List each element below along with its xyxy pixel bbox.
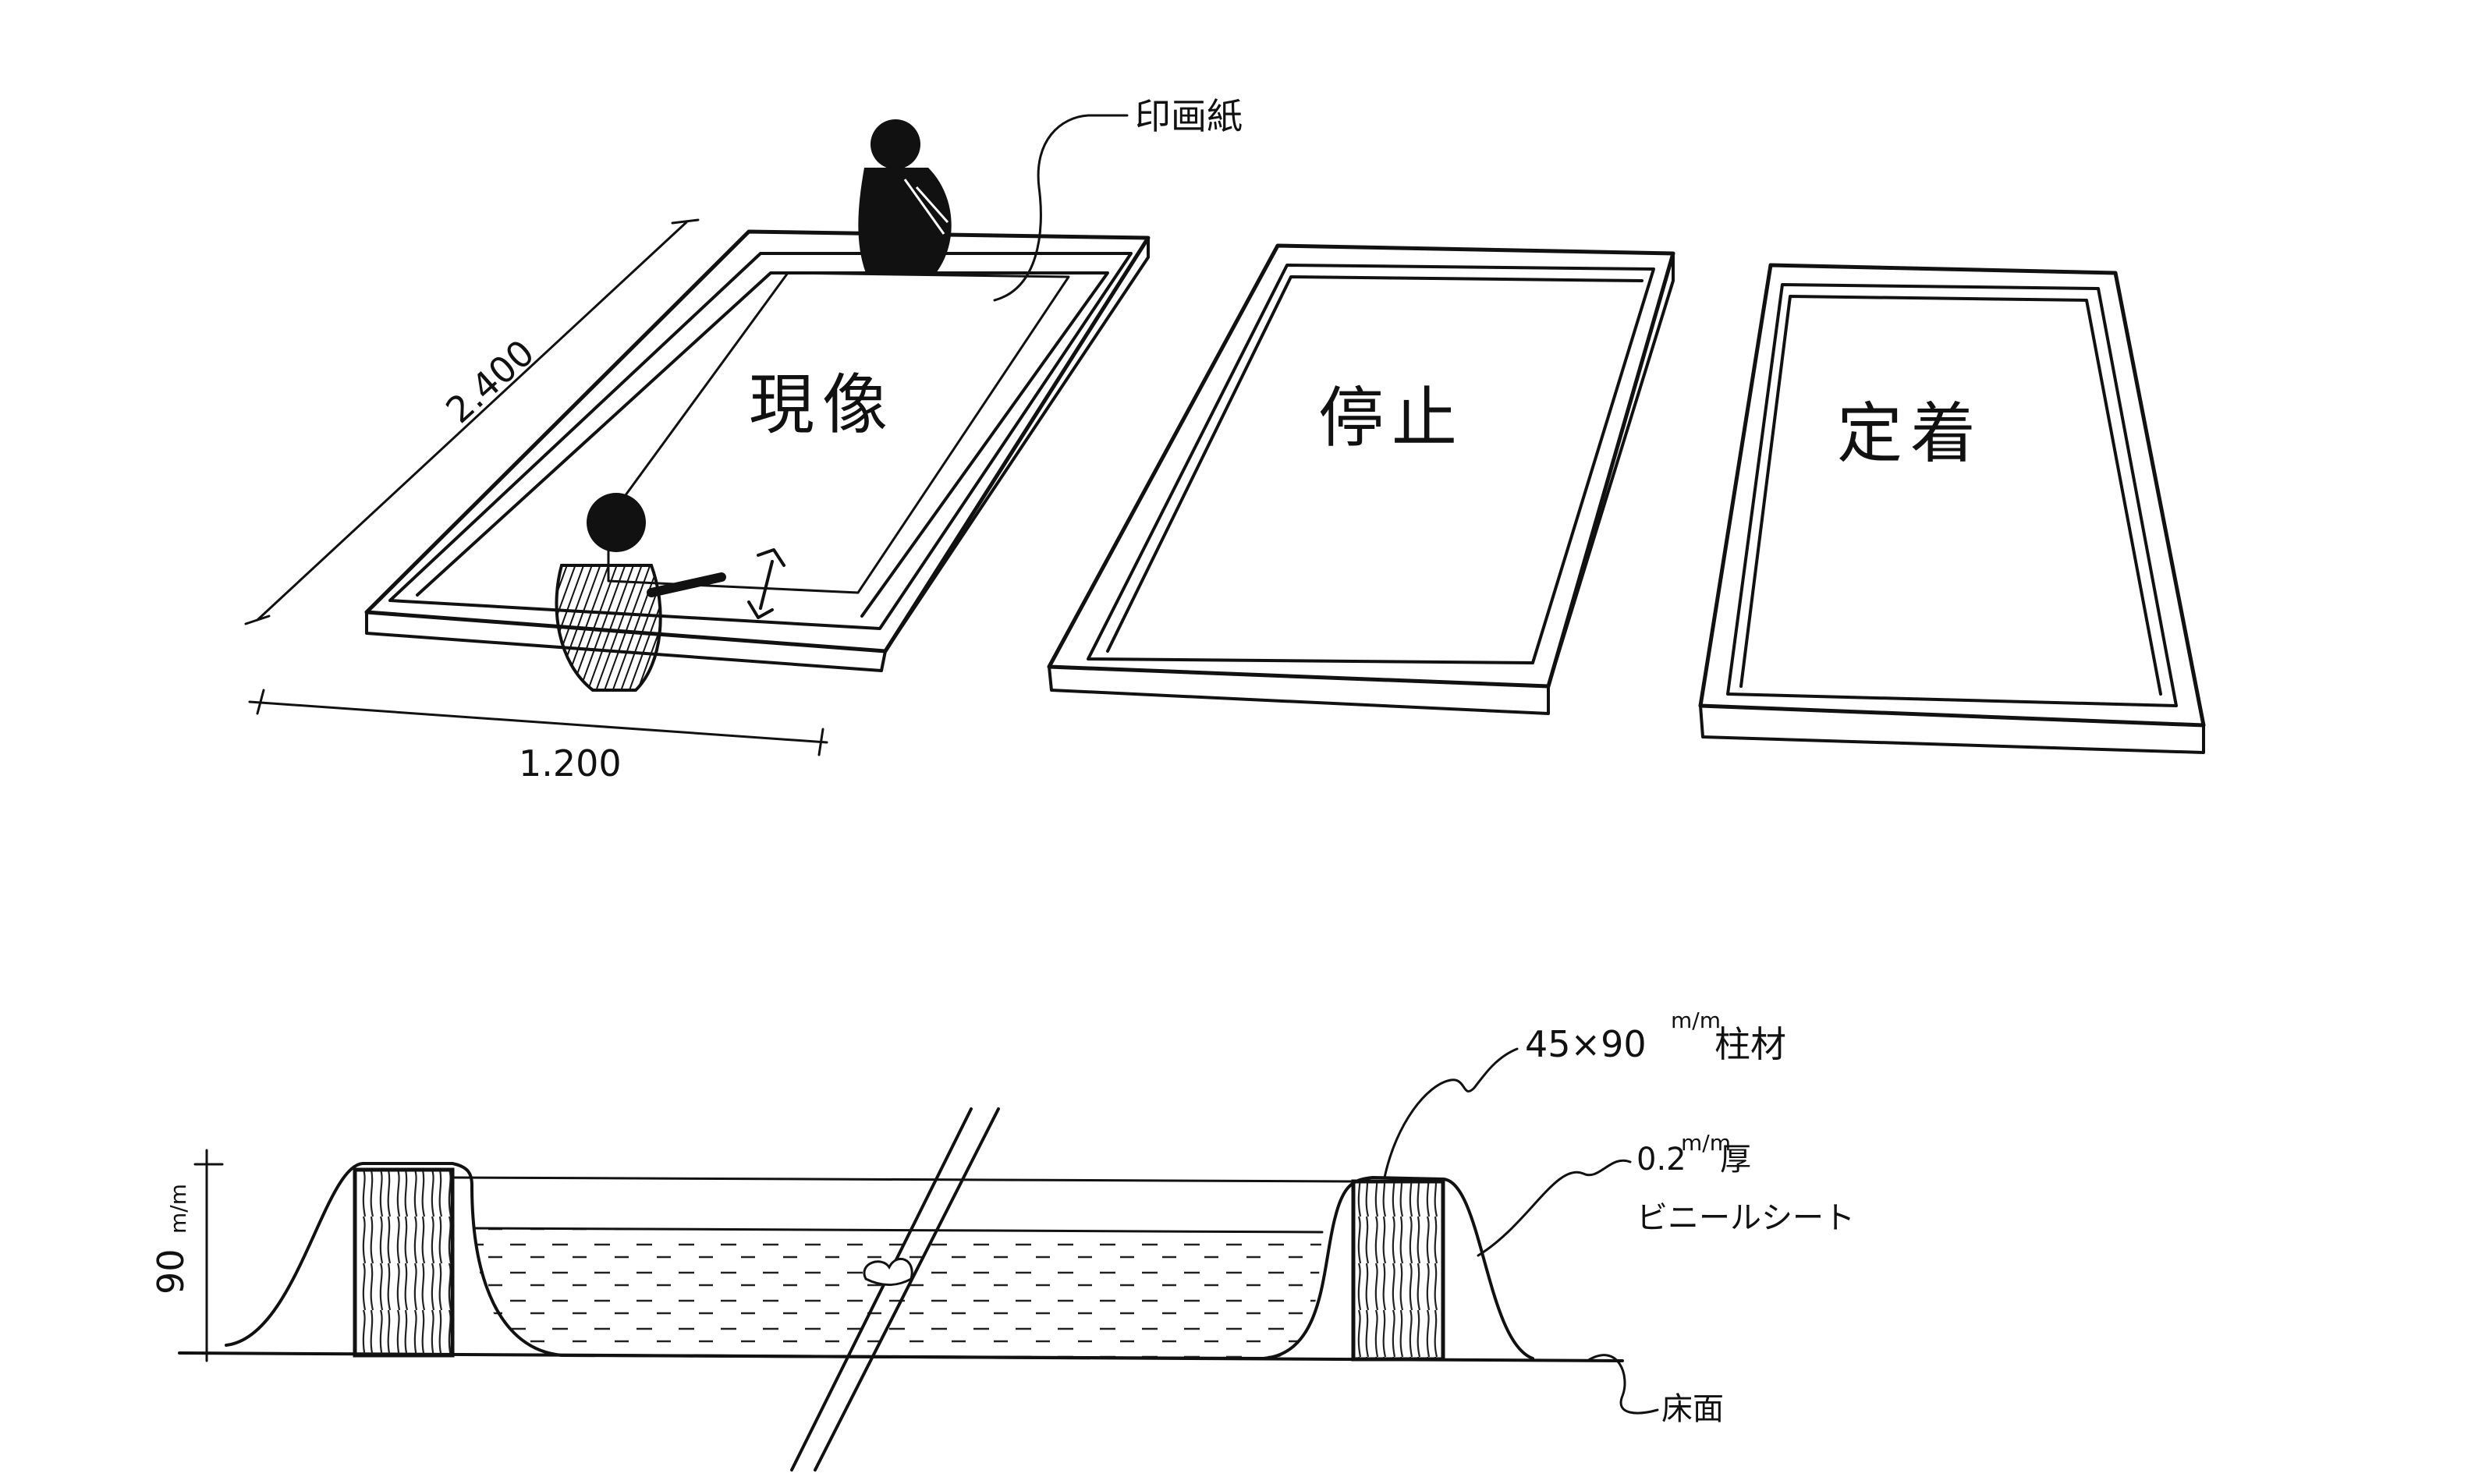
- length-dimension-label: 2.400: [438, 331, 542, 431]
- developer-liquid: [474, 1228, 1322, 1357]
- agitation-rod: [790, 1107, 1000, 1472]
- paper-callout-label: 印画紙: [1135, 95, 1243, 137]
- stop-tray-front-board: [1048, 665, 1550, 715]
- developer-tray-inner-edge: [416, 271, 1109, 618]
- stop-tray-inner-edge: [1106, 275, 1643, 653]
- floor-callout-leader: [1586, 1354, 1659, 1415]
- developer-tray: 現像 印画紙 2.400: [244, 95, 1243, 785]
- sheet-thickness: 0.2: [1636, 1142, 1686, 1178]
- stop-tray-outer-rim: [1047, 243, 1675, 689]
- height-dimension: 90 m/m: [150, 1149, 224, 1362]
- width-dimension: 1.200: [248, 689, 828, 785]
- sheet-unit: m/m: [1681, 1130, 1731, 1156]
- worker-figure-bottom: [555, 493, 726, 692]
- tray-rim-line: [451, 1176, 1355, 1183]
- stop-tray: 停止: [1047, 243, 1675, 715]
- tray-cross-section: 90 m/m 45×90 m/m 柱材 0.2 m/m 厚 ビニールシート 床面: [150, 1008, 1855, 1472]
- fixer-tray-outer-rim: [1698, 263, 2206, 728]
- paper-callout-leader: [993, 114, 1129, 302]
- lumber-name: 柱材: [1714, 1023, 1786, 1065]
- liquid-surface: [473, 1227, 1324, 1234]
- sheet-thickness-suffix: 厚: [1720, 1142, 1751, 1178]
- height-dimension-unit: m/m: [165, 1184, 191, 1234]
- worker-figure-top: [858, 119, 952, 273]
- developer-tray-inner-rim: [388, 252, 1133, 630]
- width-dimension-label: 1.200: [519, 742, 622, 785]
- lumber-callout-leader: [1383, 1047, 1519, 1179]
- fixer-tray: 定着: [1698, 263, 2206, 754]
- floor-label: 床面: [1661, 1391, 1724, 1427]
- fixer-tray-inner-rim: [1726, 283, 2178, 707]
- fixer-label: 定着: [1837, 395, 1984, 472]
- lumber-size: 45×90: [1525, 1023, 1647, 1065]
- developer-label: 現像: [749, 367, 895, 443]
- sheet-name: ビニールシート: [1636, 1200, 1855, 1236]
- agitation-arrow: [747, 548, 785, 619]
- developer-tray-right-board: [884, 236, 1150, 653]
- vinyl-sheet: [225, 1162, 1534, 1360]
- stop-tray-inner-rim: [1087, 264, 1655, 664]
- lumber-callout: 45×90 m/m 柱材: [1525, 1008, 1786, 1065]
- right-lumber-section: [1351, 1179, 1445, 1362]
- left-lumber-section: [353, 1167, 455, 1358]
- lumber-unit: m/m: [1671, 1008, 1721, 1033]
- height-dimension-value: 90: [150, 1248, 192, 1295]
- sheet-callout: 0.2 m/m 厚 ビニールシート: [1636, 1130, 1855, 1236]
- stop-label: 停止: [1318, 380, 1465, 456]
- sheet-callout-leader: [1477, 1159, 1632, 1257]
- length-dimension: 2.400: [244, 218, 700, 625]
- stop-tray-right-board: [1547, 252, 1675, 688]
- fixer-tray-front-board: [1699, 704, 2205, 754]
- fixer-tray-inner-edge: [1739, 295, 2162, 696]
